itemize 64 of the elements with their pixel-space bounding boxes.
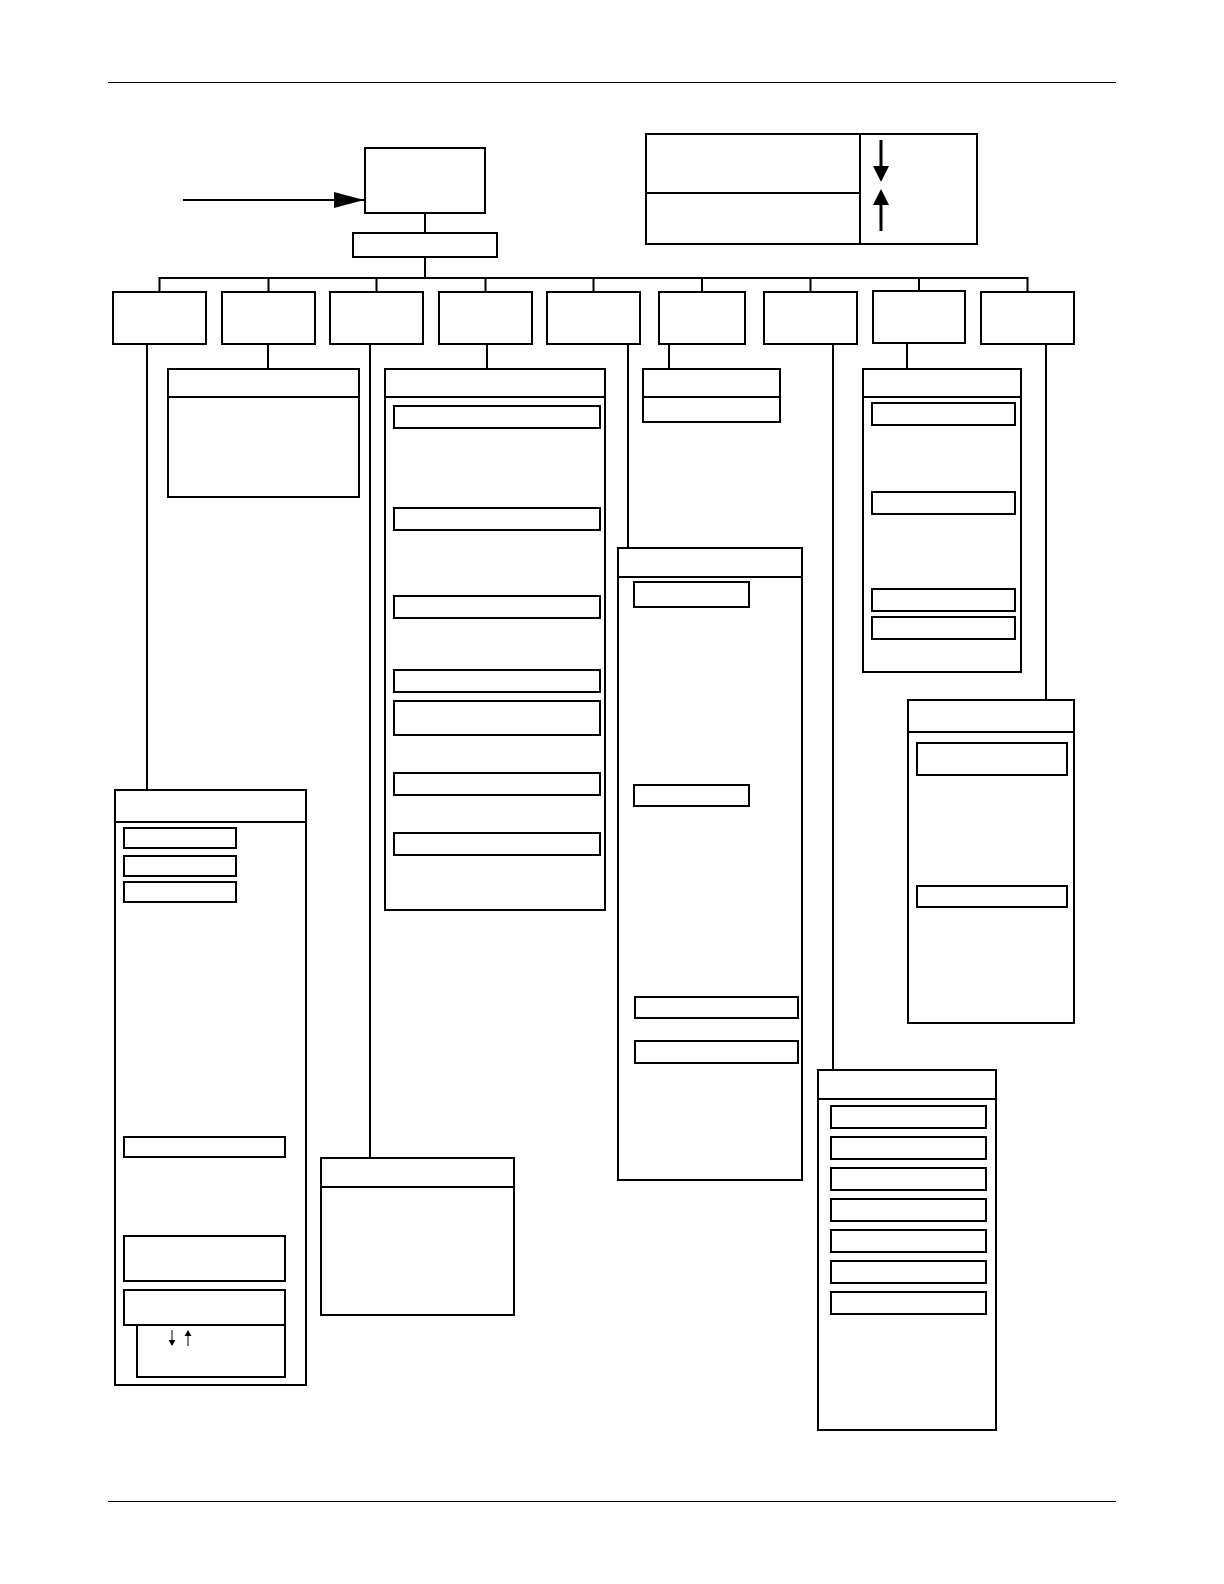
connector-line	[424, 257, 1029, 292]
connector-line	[668, 344, 670, 369]
menu-item-box	[393, 507, 601, 531]
connector-line	[627, 344, 629, 548]
connector-line	[146, 344, 148, 790]
connector-line	[486, 344, 488, 369]
menu-panel	[907, 699, 1075, 1024]
menu-box	[112, 291, 207, 345]
menu-box	[221, 291, 316, 345]
menu-box	[546, 291, 641, 345]
menu-box	[352, 232, 498, 258]
menu-panel	[817, 1069, 997, 1431]
menu-item-box	[830, 1291, 987, 1315]
menu-panel	[114, 789, 307, 1386]
menu-item-box	[393, 595, 601, 619]
menu-panel	[862, 368, 1022, 673]
menu-item-box	[633, 581, 750, 608]
menu-panel	[384, 368, 606, 911]
root-box	[364, 147, 486, 214]
menu-item-box	[830, 1198, 987, 1222]
menu-item-box	[830, 1136, 987, 1160]
menu-box	[438, 291, 533, 345]
menu-box	[658, 291, 746, 345]
menu-box	[329, 291, 424, 345]
menu-item-box	[123, 881, 237, 903]
menu-item-box	[916, 742, 1068, 776]
menu-box	[763, 291, 858, 345]
connector-line	[267, 344, 269, 369]
arrow	[182, 192, 365, 208]
menu-item-box	[830, 1105, 987, 1129]
menu-item-box	[634, 1040, 799, 1064]
menu-item-box	[871, 402, 1016, 426]
menu-item-box	[393, 669, 601, 693]
menu-panel	[167, 368, 360, 498]
menu-item-box	[123, 855, 237, 877]
connector-line	[906, 343, 908, 369]
menu-item-box	[123, 1235, 286, 1282]
menu-item-box	[393, 772, 601, 796]
menu-item-box	[871, 491, 1016, 515]
menu-item-box	[633, 784, 750, 807]
connector-line	[1045, 344, 1047, 700]
menu-item-box	[830, 1260, 987, 1284]
menu-item-box	[393, 832, 601, 856]
menu-item-box	[123, 1136, 286, 1158]
menu-item-box	[123, 1289, 286, 1326]
menu-box	[980, 291, 1075, 345]
menu-item-box	[393, 405, 601, 429]
key-box	[645, 133, 978, 245]
menu-item-box	[123, 827, 237, 849]
menu-panel	[642, 368, 781, 423]
menu-item-box	[871, 616, 1016, 640]
menu-box	[872, 290, 966, 344]
menu-item-box	[393, 700, 601, 736]
menu-panel	[617, 547, 803, 1181]
menu-item-box	[830, 1229, 987, 1253]
connector-line	[424, 213, 426, 233]
connector-line	[832, 344, 834, 1070]
connector-line	[369, 344, 371, 1158]
menu-item-box	[136, 1324, 286, 1378]
menu-item-box	[830, 1167, 987, 1191]
menu-item-box	[916, 885, 1068, 908]
menu-item-box	[871, 588, 1016, 612]
menu-item-box	[634, 996, 799, 1019]
menu-panel	[320, 1157, 515, 1316]
